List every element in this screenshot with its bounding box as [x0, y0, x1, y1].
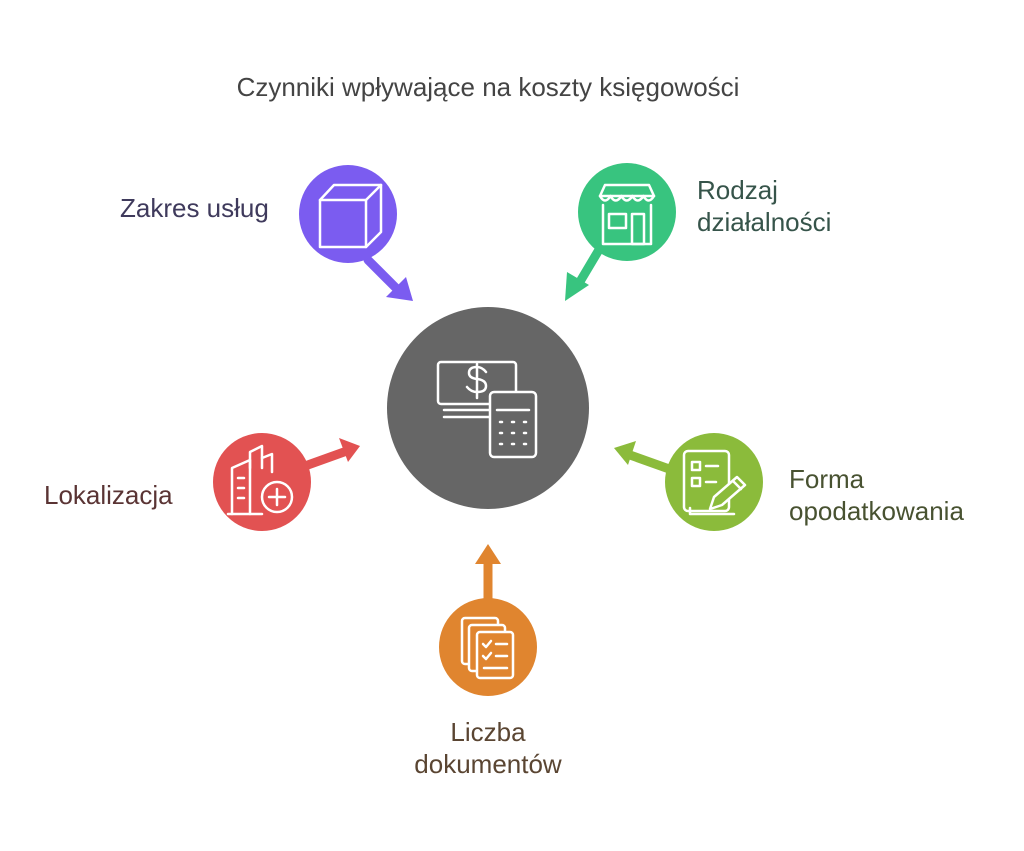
checklist-pen-icon	[682, 449, 747, 516]
label-line: dokumentów	[414, 749, 562, 779]
label-line: Rodzaj	[697, 175, 778, 205]
label-line: Lokalizacja	[44, 480, 173, 510]
label-line: opodatkowania	[789, 496, 964, 526]
documents-checklist-icon	[460, 616, 515, 680]
label-zakres-uslug: Zakres usług	[120, 192, 269, 224]
center-circle	[387, 307, 589, 509]
arrow-purple	[363, 255, 413, 301]
node-rodzaj-dzialalnosci	[578, 163, 676, 261]
arrow-red	[300, 438, 360, 471]
diagram-title: Czynniki wpływające na koszty księgowośc…	[236, 72, 740, 102]
arrow-green	[565, 238, 608, 301]
label-line: działalności	[697, 207, 832, 237]
money-calculator-icon	[436, 360, 538, 459]
label-rodzaj-dzialalnosci: Rodzaj działalności	[697, 174, 831, 238]
buildings-plus-icon	[226, 444, 294, 516]
label-line: Liczba	[450, 717, 526, 747]
arrow-orange	[475, 544, 501, 610]
label-line: Forma	[789, 464, 865, 494]
label-forma-opodatkowania: Forma opodatkowania	[789, 463, 964, 527]
box-icon	[318, 183, 383, 249]
storefront-icon	[598, 183, 656, 246]
label-line: Zakres usług	[120, 193, 269, 223]
node-zakres-uslug	[299, 165, 397, 263]
label-lokalizacja: Lokalizacja	[44, 479, 173, 511]
label-liczba-dokumentow: Liczba dokumentów	[400, 716, 576, 780]
arrow-lime	[614, 441, 677, 475]
